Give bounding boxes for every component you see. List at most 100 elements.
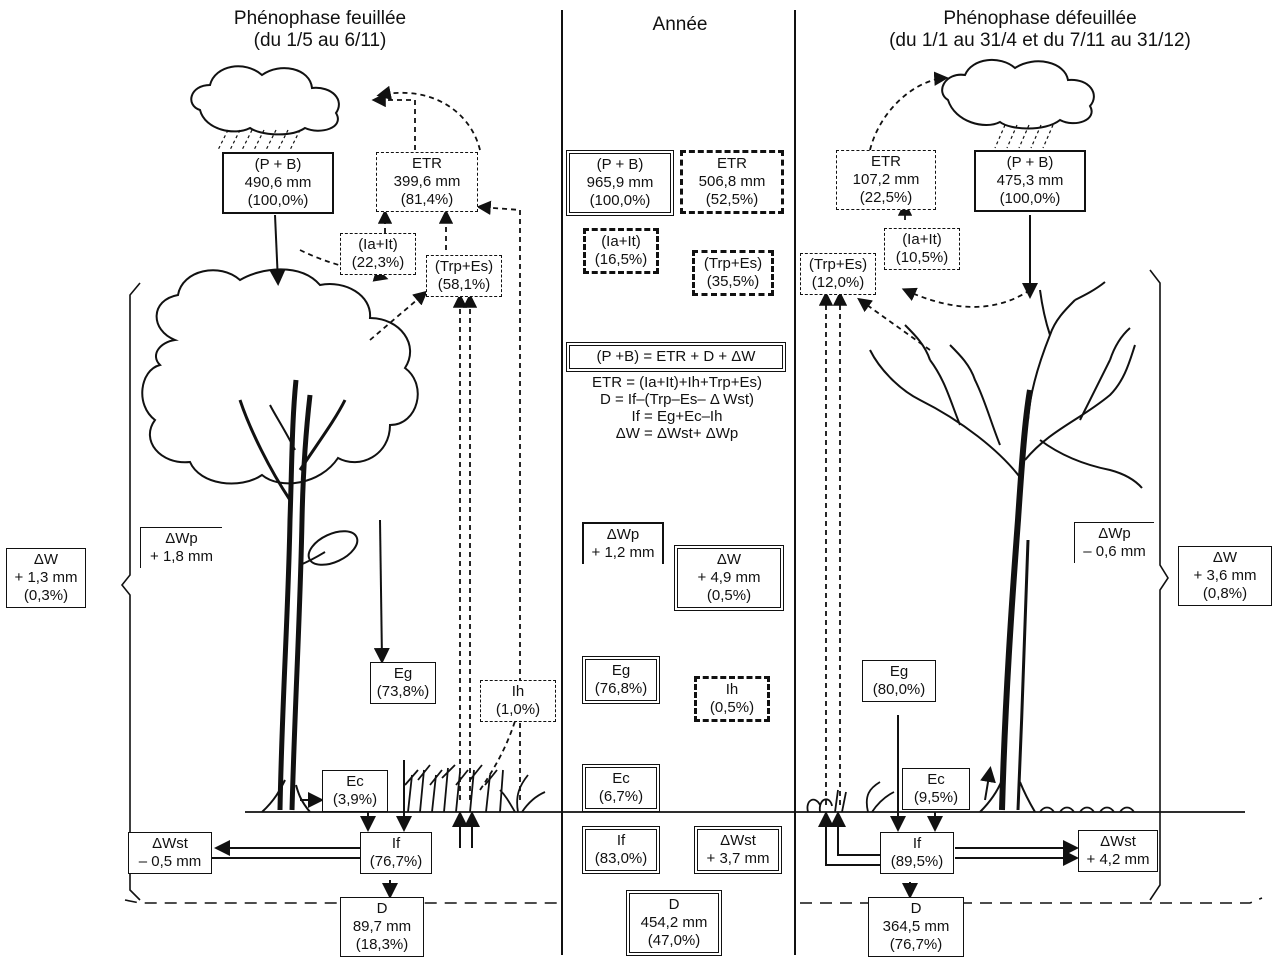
left-etr-value: 399,6 mm [381,173,473,191]
right-etr-label: ETR [841,153,931,171]
right-pb-box: (P + B) 475,3 mm (100,0%) [974,150,1086,212]
center-d-box: D 454,2 mm (47,0%) [626,890,722,956]
header-right-title: Phénophase défeuillée [820,8,1260,30]
right-etr-box: ETR 107,2 mm (22,5%) [836,150,936,210]
right-ec-label: Ec [907,771,965,789]
left-ih-box: Ih (1,0%) [480,680,556,722]
right-d-value: 364,5 mm [873,918,959,936]
left-dwst-label: ΔWst [133,835,207,853]
right-dwp-box: ΔWp – 0,6 mm [1074,522,1154,563]
left-dwp-label: ΔWp [145,530,218,548]
left-d-percent: (18,3%) [345,936,419,954]
left-trp-es-percent: (58,1%) [431,276,497,294]
equation-d: D = If–(Trp–Es– Δ Wst) [552,391,802,408]
center-dw-box: ΔW + 4,9 mm (0,5%) [674,545,784,611]
right-d-label: D [873,900,959,918]
left-dwst-value: – 0,5 mm [133,853,207,871]
center-etr-value: 506,8 mm [687,173,777,191]
left-ia-it-label: (Ia+It) [345,236,411,254]
center-equations: ETR = (Ia+It)+Ih+Trp+Es) D = If–(Trp–Es–… [552,374,802,442]
right-pb-percent: (100,0%) [980,190,1080,208]
left-d-label: D [345,900,419,918]
center-if-label: If [590,832,652,850]
center-pb-value: 965,9 mm [574,174,666,192]
center-dwp-label: ΔWp [588,526,658,544]
left-dw-value: + 1,3 mm [11,569,81,587]
left-if-box: If (76,7%) [360,832,432,874]
left-d-value: 89,7 mm [345,918,419,936]
center-dw-percent: (0,5%) [682,587,776,605]
right-dwst-box: ΔWst + 4,2 mm [1078,830,1158,872]
center-ec-percent: (6,7%) [590,788,652,806]
center-ia-it-label: (Ia+It) [590,233,652,251]
center-balance-box: (P +B) = ETR + D + ΔW [566,342,786,372]
left-pb-label: (P + B) [228,156,328,174]
center-dwst-value: + 3,7 mm [702,850,774,868]
right-dw-label: ΔW [1183,549,1267,567]
center-etr-box: ETR 506,8 mm (52,5%) [680,150,784,214]
right-if-box: If (89,5%) [880,832,954,874]
header-center-title: Année [600,14,760,36]
left-pb-value: 490,6 mm [228,174,328,192]
left-ia-it-percent: (22,3%) [345,254,411,272]
right-dwp-label: ΔWp [1079,525,1150,543]
right-d-box: D 364,5 mm (76,7%) [868,897,964,957]
center-ia-it-box: (Ia+It) (16,5%) [583,228,659,274]
center-etr-label: ETR [687,155,777,173]
center-pb-box: (P + B) 965,9 mm (100,0%) [566,150,674,216]
left-if-percent: (76,7%) [365,853,427,871]
left-ec-box: Ec (3,9%) [322,770,388,812]
left-etr-percent: (81,4%) [381,191,473,209]
right-pb-value: 475,3 mm [980,172,1080,190]
left-trp-es-box: (Trp+Es) (58,1%) [426,255,502,297]
center-eg-label: Eg [590,662,652,680]
header-left: Phénophase feuillée (du 1/5 au 6/11) [170,8,470,52]
center-pb-percent: (100,0%) [574,192,666,210]
center-pb-label: (P + B) [574,156,666,174]
center-dwst-label: ΔWst [702,832,774,850]
center-dw-label: ΔW [682,551,776,569]
left-eg-label: Eg [375,665,431,683]
center-eg-box: Eg (76,8%) [582,656,660,704]
center-if-percent: (83,0%) [590,850,652,868]
left-etr-box: ETR 399,6 mm (81,4%) [376,152,478,212]
left-dw-label: ΔW [11,551,81,569]
left-ih-label: Ih [485,683,551,701]
right-etr-value: 107,2 mm [841,171,931,189]
center-ec-box: Ec (6,7%) [582,764,660,812]
center-ia-it-percent: (16,5%) [590,251,652,269]
right-ia-it-label: (Ia+It) [889,231,955,249]
left-plants [405,765,545,812]
right-dw-percent: (0,8%) [1183,585,1267,603]
center-etr-percent: (52,5%) [687,191,777,209]
left-bracket [122,283,140,900]
right-eg-box: Eg (80,0%) [862,660,936,702]
left-ec-percent: (3,9%) [327,791,383,809]
right-ec-box: Ec (9,5%) [902,768,970,810]
left-trp-es-label: (Trp+Es) [431,258,497,276]
left-ih-percent: (1,0%) [485,701,551,719]
left-d-box: D 89,7 mm (18,3%) [340,897,424,957]
center-ih-label: Ih [701,681,763,699]
right-pb-label: (P + B) [980,154,1080,172]
center-if-box: If (83,0%) [582,826,660,874]
center-dwp-value: + 1,2 mm [588,544,658,562]
left-ia-it-box: (Ia+It) (22,3%) [340,233,416,275]
left-eg-box: Eg (73,8%) [370,662,436,704]
center-ih-percent: (0,5%) [701,699,763,717]
left-dw-percent: (0,3%) [11,587,81,605]
left-cloud [191,66,339,150]
right-dwst-label: ΔWst [1083,833,1153,851]
right-ia-it-box: (Ia+It) (10,5%) [884,228,960,270]
center-dwst-box: ΔWst + 3,7 mm [694,826,782,874]
right-ec-percent: (9,5%) [907,789,965,807]
equation-dw: ΔW = ΔWst+ ΔWp [552,425,802,442]
center-dwp-box: ΔWp + 1,2 mm [582,522,664,564]
right-trp-es-box: (Trp+Es) (12,0%) [800,253,876,295]
header-right-sub: (du 1/1 au 31/4 et du 7/11 au 31/12) [820,30,1260,52]
center-d-label: D [634,896,714,914]
left-etr-label: ETR [381,155,473,173]
left-dwp-box: ΔWp + 1,8 mm [140,527,222,568]
left-pb-percent: (100,0%) [228,192,328,210]
